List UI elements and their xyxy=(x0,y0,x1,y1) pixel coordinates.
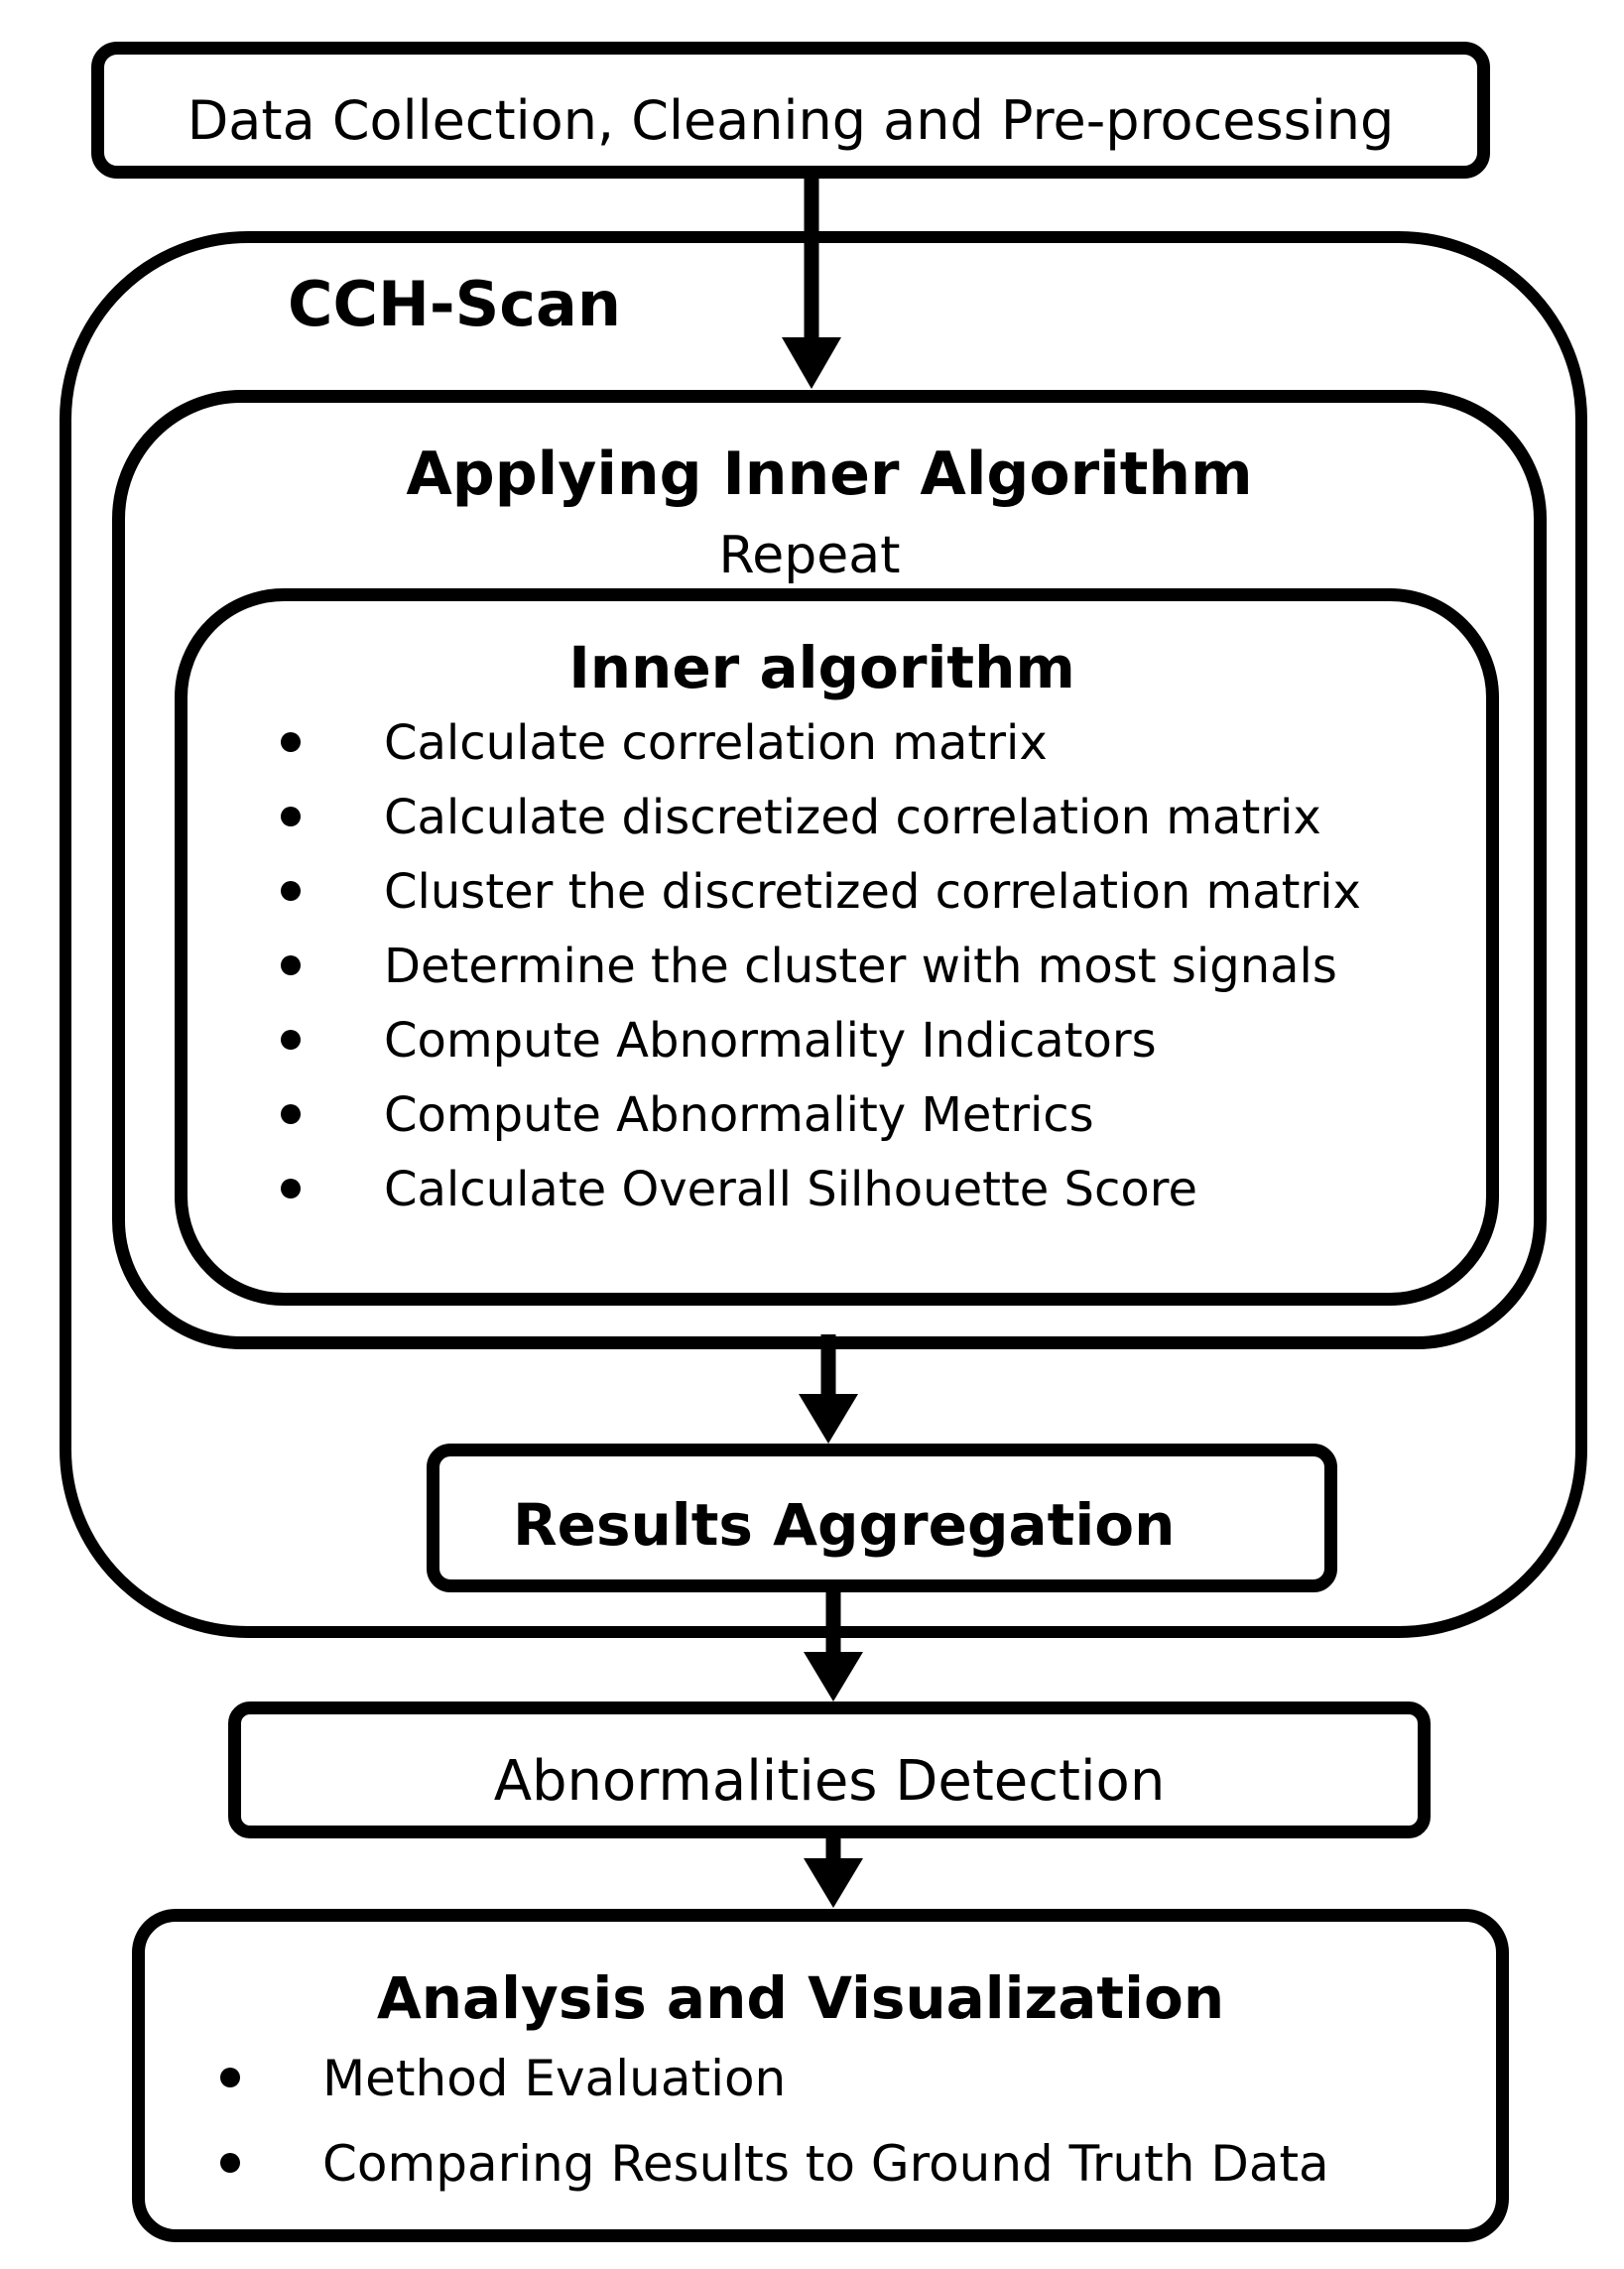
bullet-icon xyxy=(281,1179,301,1198)
bullet-icon xyxy=(281,732,301,752)
results-aggregation-label: Results Aggregation xyxy=(513,1491,1176,1559)
cch-scan-box xyxy=(60,231,1587,1638)
cch-scan-title: CCH-Scan xyxy=(288,268,622,340)
step-label: Calculate discretized correlation matrix xyxy=(384,790,1321,845)
step-label: Determine the cluster with most signals xyxy=(384,939,1337,994)
analysis-item-label: Method Evaluation xyxy=(322,2050,787,2107)
repeat-label: Repeat xyxy=(718,526,901,585)
abnormalities-detection-label: Abnormalities Detection xyxy=(493,1749,1166,1814)
step-label: Calculate Overall Silhouette Score xyxy=(384,1162,1197,1217)
step-label: Calculate correlation matrix xyxy=(384,715,1048,771)
inner-algorithm-title: Inner algorithm xyxy=(568,634,1075,701)
analysis-visualization-title: Analysis and Visualization xyxy=(376,1964,1225,2032)
step-label: Compute Abnormality Indicators xyxy=(384,1013,1157,1069)
bullet-icon xyxy=(220,2068,240,2087)
applying-inner-algorithm-box: Applying Inner Algorithm Repeat xyxy=(112,390,1547,1349)
bullet-icon xyxy=(281,1104,301,1124)
bullet-icon xyxy=(220,2153,240,2173)
bullet-icon xyxy=(281,881,301,901)
bullet-icon xyxy=(281,955,301,975)
analysis-item-label: Comparing Results to Ground Truth Data xyxy=(322,2135,1329,2193)
arrow-collection-to-inner xyxy=(782,177,841,389)
data-collection-box: Data Collection, Cleaning and Pre-proces… xyxy=(91,42,1490,179)
data-collection-label: Data Collection, Cleaning and Pre-proces… xyxy=(187,89,1395,152)
step-label: Compute Abnormality Metrics xyxy=(384,1087,1094,1143)
inner-algorithm-box: Inner algorithm xyxy=(175,588,1499,1306)
applying-inner-title: Applying Inner Algorithm xyxy=(406,440,1253,509)
arrow-detection-to-analysis xyxy=(804,1830,863,1908)
results-aggregation-box: Results Aggregation xyxy=(427,1444,1337,1592)
analysis-visualization-box: Analysis and Visualization xyxy=(132,1909,1509,2242)
bullet-icon xyxy=(281,807,301,826)
abnormalities-detection-box: Abnormalities Detection xyxy=(228,1702,1431,1838)
bullet-icon xyxy=(281,1030,301,1050)
step-label: Cluster the discretized correlation matr… xyxy=(384,864,1361,920)
arrow-aggregation-to-detection xyxy=(804,1582,863,1702)
